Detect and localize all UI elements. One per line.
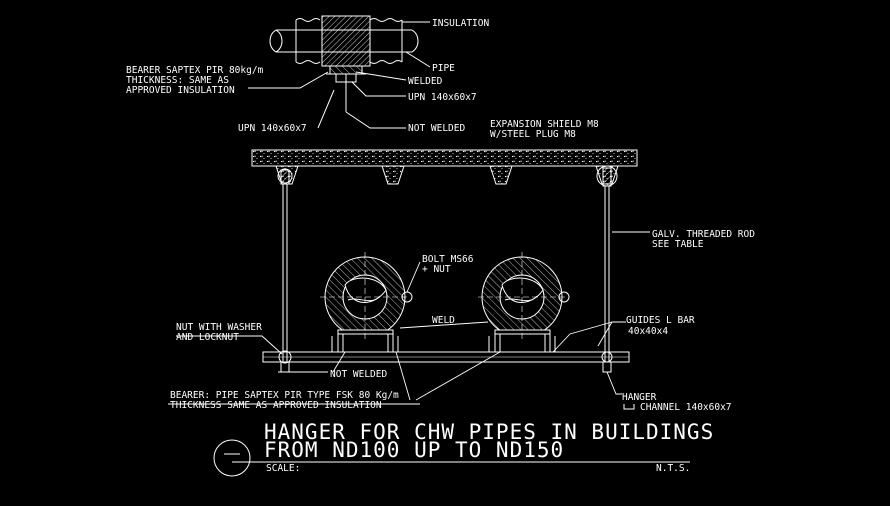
slab-rib-3 — [489, 165, 513, 185]
channel-symbol-icon — [623, 404, 635, 410]
label-nut-1: NUT WITH WASHER — [176, 322, 262, 333]
label-galv-2: SEE TABLE — [652, 239, 704, 250]
top-bearer-block — [321, 15, 371, 67]
label-insulation: INSULATION — [432, 18, 489, 29]
label-expansion-1: EXPANSION SHIELD M8 — [490, 119, 599, 130]
label-bearer-3: APPROVED INSULATION — [126, 85, 235, 96]
label-bolt-2: + NUT — [422, 264, 451, 275]
label-hanger-1: HANGER — [622, 392, 657, 403]
slab — [251, 149, 638, 187]
pipe-right-bearer — [494, 329, 551, 353]
pipe-right — [478, 252, 570, 353]
threaded-rods — [278, 184, 613, 373]
label-bearer2-2: THICKNESS SAME AS APPROVED INSULATION — [170, 400, 382, 411]
label-galv-1: GALV. THREADED ROD — [652, 229, 755, 240]
label-upn-left: UPN 140x60x7 — [238, 123, 307, 134]
scale-value: N.T.S. — [656, 463, 690, 474]
top-detail — [248, 15, 431, 129]
pipe-left — [320, 252, 413, 353]
title-line-2: FROM ND100 UP TO ND150 — [264, 438, 564, 462]
scale-label: SCALE: — [266, 463, 300, 474]
label-bolt-1: BOLT MS66 — [422, 254, 474, 265]
label-guides-2: 40x40x4 — [628, 326, 668, 337]
label-welded: WELDED — [408, 76, 443, 87]
top-upn — [329, 65, 363, 75]
label-not-welded-top: NOT WELDED — [408, 123, 465, 134]
label-expansion-2: W/STEEL PLUG M8 — [490, 129, 576, 140]
pipe-left-bearer — [337, 329, 394, 353]
label-bearer-2: THICKNESS: SAME AS — [126, 75, 229, 86]
top-upn-small — [335, 74, 357, 83]
label-nut-2: AND LOCKNUT — [176, 332, 239, 343]
slab-rib-2 — [381, 165, 405, 185]
label-upn-right: UPN 140x60x7 — [408, 92, 477, 103]
guide-bars — [331, 336, 556, 352]
top-insulation-bottom — [295, 60, 403, 64]
label-hanger-2: CHANNEL 140x60x7 — [640, 402, 732, 413]
top-pipe-left-end — [269, 29, 283, 53]
label-pipe: PIPE — [432, 63, 455, 74]
top-insulation-top — [295, 18, 403, 22]
title-line-1: HANGER FOR CHW PIPES IN BUILDINGS — [264, 420, 714, 444]
leaders — [168, 231, 650, 405]
label-not-welded-bottom: NOT WELDED — [330, 369, 387, 380]
label-bearer-1: BEARER SAPTEX PIR 80kg/m — [126, 65, 264, 76]
label-bearer2-1: BEARER: PIPE SAPTEX PIR TYPE FSK 80 Kg/m — [170, 390, 399, 401]
label-guides-1: GUIDES L BAR — [626, 315, 695, 326]
top-pipe-right-end — [411, 29, 419, 53]
slab-top — [251, 149, 638, 167]
title-circle-symbol — [213, 439, 251, 477]
label-weld: WELD — [432, 315, 455, 326]
hanger-channel — [262, 351, 630, 363]
title-block: HANGER FOR CHW PIPES IN BUILDINGS FROM N… — [213, 420, 714, 477]
